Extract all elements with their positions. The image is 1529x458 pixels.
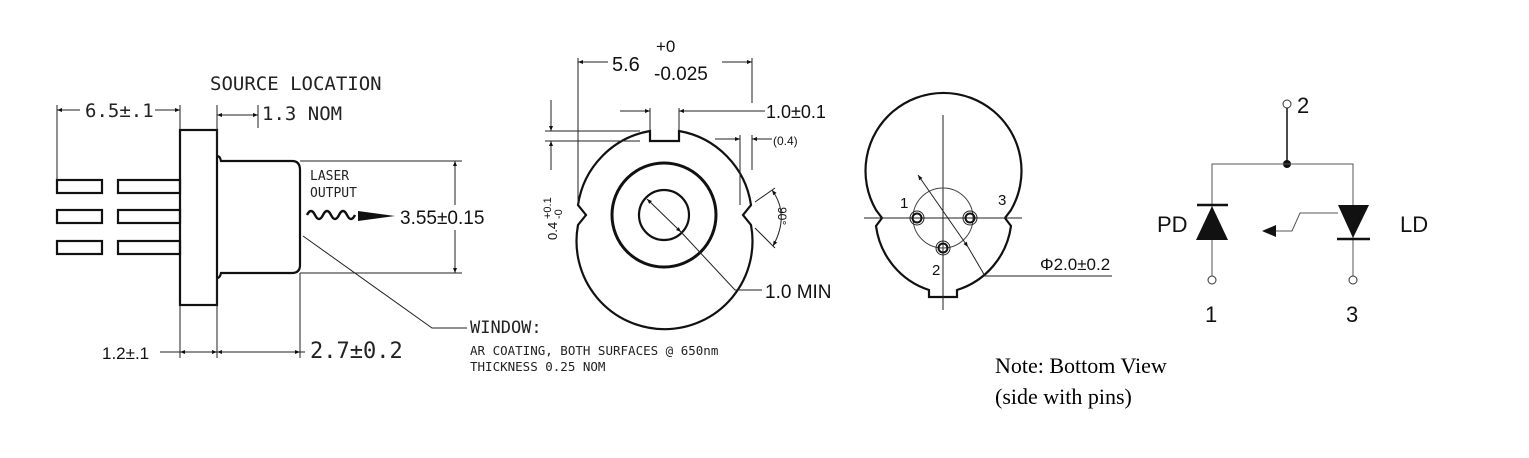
terminal-3-label: 3 — [1346, 302, 1358, 327]
light-arrow-icon — [1262, 212, 1338, 237]
pin-label-2: 2 — [932, 262, 940, 279]
pin-label-1: 1 — [900, 195, 908, 212]
svg-text:+0.1: +0.1 — [542, 197, 554, 219]
notch-width-dim: 1.0±0.1 — [766, 102, 826, 122]
window-coating: AR COATING, BOTH SURFACES @ 650nm — [470, 343, 718, 358]
pin-circle-dim: Φ2.0±0.2 — [1040, 255, 1110, 274]
diameter-dim: 5.6 — [612, 54, 640, 76]
pin-label-3: 3 — [998, 192, 1006, 209]
source-offset-dim: 1.3 NOM — [262, 103, 342, 125]
aperture-circle — [637, 188, 691, 242]
svg-text:0.4: 0.4 — [545, 222, 560, 240]
photodiode-icon — [1196, 203, 1228, 240]
schematic: 2 1 3 PD LD — [1157, 93, 1428, 327]
lead-length-dim: 6.5±.1 — [85, 100, 154, 122]
bottom-view: 1 3 2 Φ2.0±0.2 — [864, 91, 1112, 310]
terminal-2 — [1282, 99, 1292, 109]
laser-wave-icon — [305, 209, 357, 221]
front-view: 5.6 +0 -0.025 1.0±0.1 (0.4) 0.4 +0.1 -0 … — [542, 37, 832, 331]
pd-label: PD — [1157, 212, 1188, 237]
window-label: WINDOW: — [470, 318, 542, 338]
flange-outline — [575, 129, 754, 331]
source-location-label: SOURCE LOCATION — [210, 73, 382, 95]
cap-diameter-dim: 3.55±0.15 — [400, 208, 484, 229]
cap — [216, 154, 302, 280]
svg-text:-0: -0 — [553, 209, 565, 219]
cap-height-dim: 2.7±0.2 — [310, 339, 403, 364]
flange — [178, 128, 219, 307]
cap-circle — [610, 161, 718, 269]
diameter-tol-minus: -0.025 — [654, 64, 708, 85]
terminal-1 — [1207, 275, 1217, 285]
laser-output-label-1: LASER — [310, 169, 349, 184]
ld-label: LD — [1400, 212, 1428, 237]
diameter-tol-plus: +0 — [656, 37, 675, 56]
aperture-dim: 1.0 MIN — [765, 282, 832, 303]
leads — [55, 178, 182, 256]
terminal-2-label: 2 — [1297, 93, 1309, 118]
flange-thickness-dim: 1.2±.1 — [102, 344, 149, 363]
notch-offset-dim: (0.4) — [773, 134, 798, 148]
laser-output-label-2: OUTPUT — [310, 186, 357, 201]
bottom-flange-outline — [864, 91, 1023, 299]
note-line-2: (side with pins) — [995, 384, 1132, 409]
window-thickness: THICKNESS 0.25 NOM — [470, 359, 605, 374]
terminal-3 — [1348, 275, 1358, 285]
v-angle-dim: 90° — [775, 207, 789, 225]
terminal-1-label: 1 — [1205, 302, 1217, 327]
side-view: 6.5±.1 SOURCE LOCATION 1.3 NOM LASER OUT… — [55, 73, 718, 374]
laser-diode-icon — [1337, 205, 1370, 241]
notch-depth-dim: 0.4 +0.1 -0 — [542, 197, 565, 240]
note-line-1: Note: Bottom View — [995, 353, 1167, 378]
laser-arrow-icon — [358, 211, 395, 221]
